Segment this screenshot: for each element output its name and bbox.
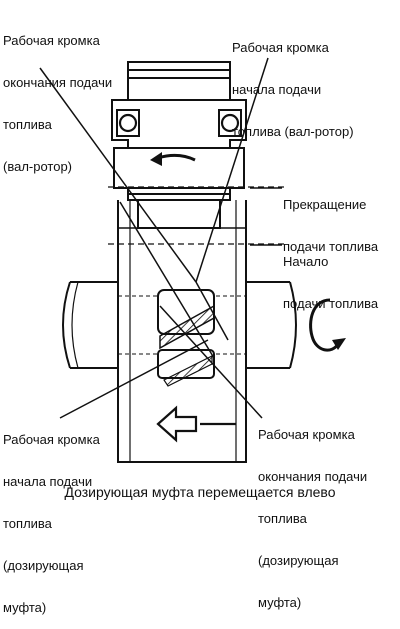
label-start-edge-sleeve: Рабочая кромка начала подачи топлива (до… bbox=[3, 405, 100, 629]
label-start-edge-rotor: Рабочая кромка начала подачи топлива (ва… bbox=[232, 13, 354, 153]
label-line: подачи топлива bbox=[283, 296, 379, 311]
leader-lines bbox=[39, 57, 282, 419]
label-end-edge-rotor: Рабочая кромка окончания подачи топлива … bbox=[3, 6, 112, 188]
label-line: топлива bbox=[258, 511, 307, 526]
label-line: Рабочая кромка bbox=[3, 33, 100, 48]
label-fuel-start: Начало подачи топлива bbox=[283, 227, 378, 325]
label-line: начала подачи bbox=[3, 474, 93, 489]
fuel-metering-diagram bbox=[39, 57, 346, 463]
label-line: топлива bbox=[3, 117, 52, 132]
label-line: муфта) bbox=[3, 600, 47, 615]
label-fuel-cutoff: Прекращение подачи топлива bbox=[283, 170, 378, 268]
label-line: (дозирующая bbox=[258, 553, 339, 568]
label-line: начала подачи bbox=[232, 82, 322, 97]
drive-shaft bbox=[62, 281, 297, 369]
label-line: топлива bbox=[3, 516, 52, 531]
label-line: топлива (вал-ротор) bbox=[232, 124, 354, 139]
label-line: муфта) bbox=[258, 595, 302, 610]
label-end-edge-sleeve: Рабочая кромка окончания подачи топлива … bbox=[258, 400, 367, 624]
label-line: Рабочая кромка bbox=[3, 432, 100, 447]
label-line: Рабочая кромка bbox=[258, 427, 355, 442]
bearing-housing bbox=[111, 99, 247, 149]
label-line: Прекращение bbox=[283, 197, 367, 212]
rotor-neck bbox=[127, 187, 231, 229]
label-line: Рабочая кромка bbox=[232, 40, 329, 55]
label-line: окончания подачи bbox=[3, 75, 113, 90]
label-line: подачи топлива bbox=[283, 239, 379, 254]
curved-arrow-left-icon bbox=[150, 152, 196, 166]
bearing-ball-right bbox=[220, 113, 240, 133]
rotor-disc bbox=[113, 147, 245, 189]
figure-caption: Дозирующая муфта перемещается влево bbox=[64, 484, 336, 500]
label-line: Начало bbox=[283, 254, 329, 269]
bearing-ball-left bbox=[118, 113, 138, 133]
label-line: (вал-ротор) bbox=[3, 159, 73, 174]
label-line: (дозирующая bbox=[3, 558, 84, 573]
clockwise-rotation-icon bbox=[309, 298, 346, 352]
metering-window bbox=[157, 289, 215, 387]
rotor-shaft-top bbox=[127, 61, 231, 101]
arrow-left-icon bbox=[156, 405, 236, 443]
label-line: окончания подачи bbox=[258, 469, 368, 484]
